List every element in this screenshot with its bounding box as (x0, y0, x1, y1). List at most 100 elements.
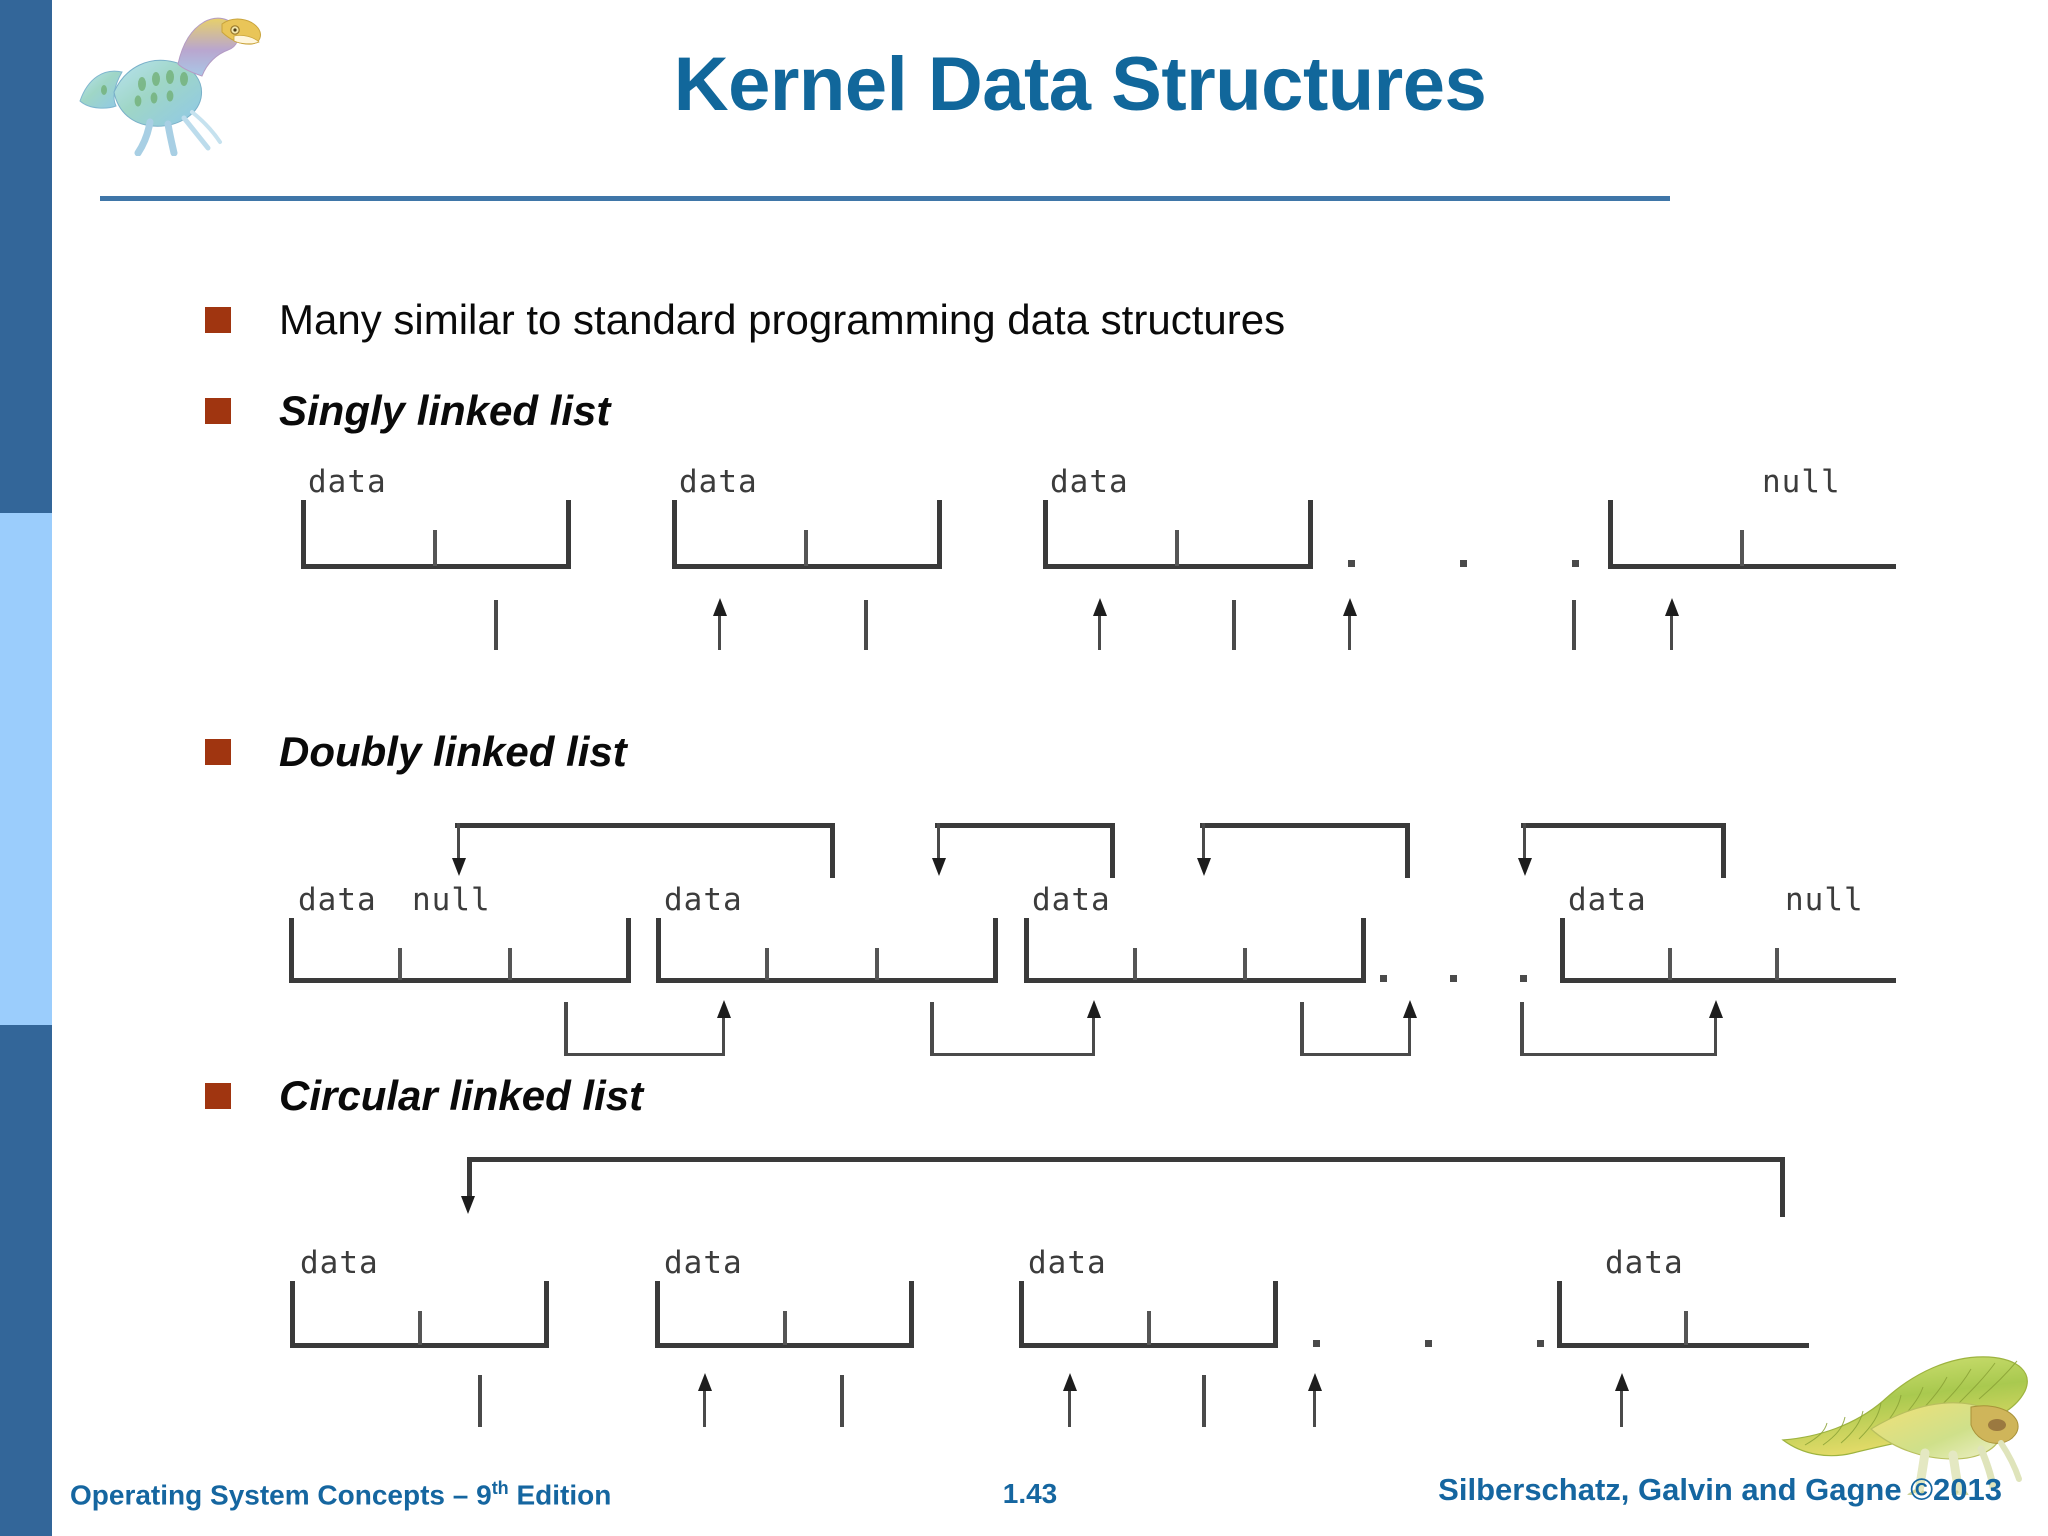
back-link-drop (457, 823, 460, 861)
ellipsis-dot (1425, 1340, 1432, 1347)
back-link-arrow-head-down (1518, 858, 1532, 876)
node-right-edge (993, 918, 998, 983)
node-cell-divider (1175, 530, 1179, 566)
bullet-item-many-similar: Many similar to standard programming dat… (205, 296, 1285, 344)
back-link-riser (1110, 823, 1115, 878)
node-label-data: data (300, 1245, 379, 1281)
node-bottom-edge (290, 1343, 548, 1348)
pointer-stem (1202, 1375, 1206, 1427)
ellipsis-dot (1313, 1340, 1320, 1347)
node-bottom-edge (1019, 1343, 1277, 1348)
node-cell-divider (433, 530, 437, 566)
node-right-edge (937, 500, 942, 569)
back-link-arrow-head-down (452, 858, 466, 876)
wrap-link-riser (1780, 1157, 1785, 1217)
node-cell-divider (804, 530, 808, 566)
forward-link-arrow-head-up (1709, 1000, 1723, 1018)
ellipsis-dot (1520, 975, 1527, 982)
node-right-edge (1308, 500, 1313, 569)
footer-edition-label: Operating System Concepts – 9th Edition (70, 1478, 611, 1511)
node-label-data: data (308, 464, 387, 500)
pointer-stem (494, 600, 498, 650)
bullet-label: Circular linked list (279, 1072, 644, 1119)
node-left-edge (289, 918, 294, 983)
back-link-top (1521, 823, 1726, 828)
node-bottom-edge (289, 978, 630, 983)
node-left-edge (1043, 500, 1048, 569)
node-left-edge (672, 500, 677, 569)
ellipsis-dot (1348, 560, 1355, 567)
bullet-square-icon (205, 1083, 231, 1109)
link-arrow-shaft (1313, 1385, 1316, 1427)
node-bottom-edge (1560, 978, 1896, 983)
pointer-stem (840, 1375, 844, 1427)
bullet-label: Doubly linked list (279, 728, 627, 775)
bullet-square-icon (205, 739, 231, 765)
node-label-data: data (1032, 882, 1111, 918)
bullet-item-circular-linked-list: Circular linked list (205, 1072, 643, 1120)
dimetrodon-icon (1775, 1345, 2040, 1497)
back-link-top (1200, 823, 1410, 828)
node-right-edge (544, 1281, 549, 1348)
forward-link-arrow-head-up (717, 1000, 731, 1018)
node-bottom-edge (1024, 978, 1365, 983)
forward-link-arrow-shaft (1714, 1012, 1717, 1056)
node-cell-divider (1147, 1311, 1151, 1345)
node-cell-divider (1775, 948, 1779, 980)
back-link-riser (830, 823, 835, 878)
node-cell-divider (1243, 948, 1247, 980)
footer-edition-tail: Edition (508, 1479, 612, 1511)
pointer-stem (478, 1375, 482, 1427)
link-arrow-head-up (1615, 1373, 1629, 1391)
link-arrow-shaft (1348, 608, 1351, 650)
pointer-stem (1232, 600, 1236, 650)
node-bottom-edge (1608, 564, 1896, 569)
node-cell-divider (765, 948, 769, 980)
node-cell-divider (1684, 1311, 1688, 1345)
node-label-data: data (1028, 1245, 1107, 1281)
link-arrow-shaft (1098, 608, 1101, 650)
node-left-edge (1608, 500, 1613, 569)
bullet-label: Singly linked list (279, 387, 611, 434)
node-left-edge (656, 918, 661, 983)
page-title: Kernel Data Structures (673, 42, 1487, 127)
sidebar-segment-top (0, 0, 52, 513)
link-arrow-head-up (713, 598, 727, 616)
node-label-data: data (1568, 882, 1647, 918)
footer-copyright: Silberschatz, Galvin and Gagne ©2013 (1438, 1472, 2002, 1507)
ellipsis-dot (1380, 975, 1387, 982)
slide-number: 1.43 (1002, 1478, 1058, 1509)
link-arrow-shaft (1068, 1385, 1071, 1427)
back-link-arrow-head-down (932, 858, 946, 876)
decorative-sidebar (0, 0, 52, 1536)
back-link-drop (1523, 823, 1526, 861)
bullet-label: Many similar to standard programming dat… (279, 296, 1286, 343)
forward-link-arrow-shaft (1092, 1012, 1095, 1056)
back-link-top (935, 823, 1115, 828)
link-arrow-head-up (1063, 1373, 1077, 1391)
link-arrow-head-up (1308, 1373, 1322, 1391)
footer-edition-ordinal: th (491, 1478, 509, 1498)
node-bottom-edge (1557, 1343, 1809, 1348)
node-bottom-edge (1043, 564, 1312, 569)
forward-link-drop (1520, 1002, 1524, 1056)
pointer-stem (864, 600, 868, 650)
ellipsis-dot (1460, 560, 1467, 567)
ellipsis-dot (1572, 560, 1579, 567)
node-left-edge (290, 1281, 295, 1348)
dinosaur-icon (70, 6, 285, 157)
node-label-data: data (664, 882, 743, 918)
node-left-edge (1560, 918, 1565, 983)
forward-link-bottom (564, 1053, 724, 1056)
node-right-edge (1361, 918, 1366, 983)
node-left-edge (1024, 918, 1029, 983)
back-link-arrow-head-down (1197, 858, 1211, 876)
node-left-edge (1557, 1281, 1562, 1348)
back-link-drop (937, 823, 940, 861)
forward-link-drop (564, 1002, 568, 1056)
link-arrow-head-up (1093, 598, 1107, 616)
link-arrow-head-up (698, 1373, 712, 1391)
forward-link-bottom (1520, 1053, 1716, 1056)
node-cell-divider (1668, 948, 1672, 980)
forward-link-arrow-head-up (1087, 1000, 1101, 1018)
